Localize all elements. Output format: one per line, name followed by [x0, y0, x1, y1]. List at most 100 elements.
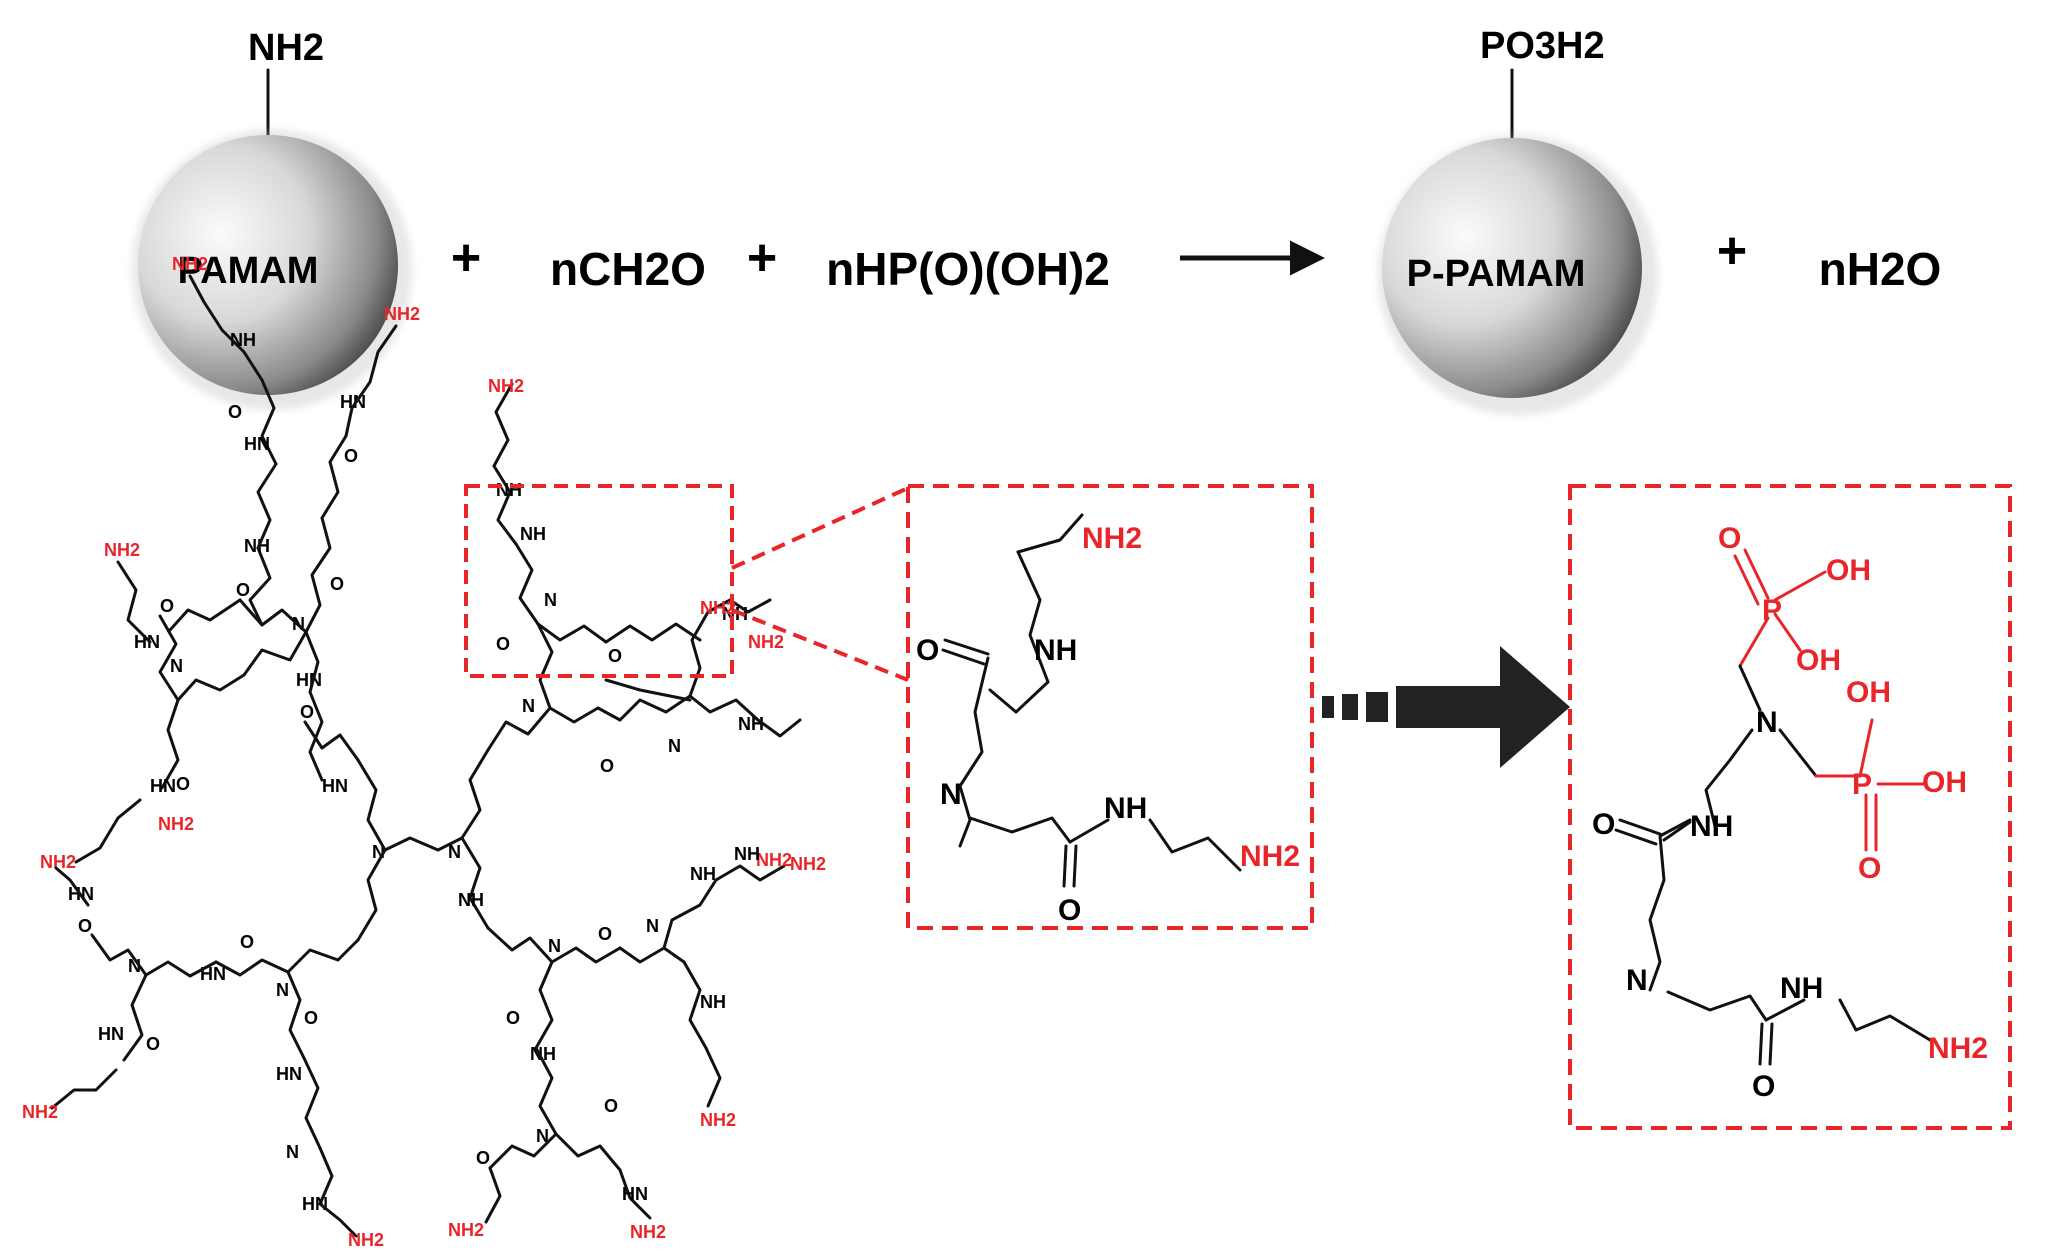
svg-text:NH: NH: [738, 714, 764, 734]
zoom-carbonyl-top: O: [916, 634, 939, 667]
svg-text:NH2: NH2: [700, 1110, 736, 1130]
svg-text:NH2: NH2: [700, 598, 736, 618]
svg-text:NH2: NH2: [488, 376, 524, 396]
svg-text:NH: NH: [496, 480, 522, 500]
svg-text:HN: HN: [244, 434, 270, 454]
p-pamam-core: PO3H2 P-PAMAM: [1378, 25, 1658, 415]
zoom-amide-nh-bottom: NH: [1104, 792, 1147, 825]
svg-text:O: O: [160, 596, 174, 616]
p-right-oh-1: OH: [1846, 676, 1891, 709]
zoom-line-top: [731, 486, 909, 570]
pamam-core: NH2 PAMAM: [132, 27, 412, 410]
svg-text:NH2: NH2: [630, 1222, 666, 1242]
core-left-label: PAMAM: [178, 250, 319, 292]
svg-text:NH2: NH2: [104, 540, 140, 560]
svg-text:NH: NH: [734, 844, 760, 864]
svg-text:HN: HN: [302, 1194, 328, 1214]
svg-text:N: N: [448, 842, 461, 862]
p-pamam-sphere: [1382, 138, 1642, 398]
svg-text:N: N: [276, 980, 289, 1000]
reagent-phosphorous-acid: nHP(O)(OH)2: [826, 243, 1110, 295]
zoom-box: [906, 484, 1314, 930]
svg-text:HN: HN: [134, 632, 160, 652]
svg-text:NH2: NH2: [384, 304, 420, 324]
p-top-o: O: [1718, 522, 1741, 555]
svg-text:NH2: NH2: [748, 632, 784, 652]
svg-text:O: O: [176, 774, 190, 794]
svg-text:HN: HN: [296, 670, 322, 690]
svg-text:NH: NH: [244, 536, 270, 556]
product-tertiary-n-top: N: [1756, 706, 1778, 739]
reagent-formaldehyde: nCH2O: [550, 243, 706, 295]
svg-text:O: O: [496, 634, 510, 654]
svg-text:N: N: [286, 1142, 299, 1162]
p-right-o: O: [1858, 852, 1881, 885]
svg-text:N: N: [522, 696, 535, 716]
svg-text:O: O: [78, 916, 92, 936]
svg-text:O: O: [476, 1148, 490, 1168]
pamam-sphere: [138, 135, 398, 395]
svg-text:HN: HN: [98, 1024, 124, 1044]
svg-text:N: N: [170, 656, 183, 676]
product-carbonyl-top: O: [1592, 808, 1615, 841]
svg-text:NH2: NH2: [448, 1220, 484, 1240]
product-amide-nh-top: NH: [1690, 810, 1733, 843]
svg-text:O: O: [344, 446, 358, 466]
zoom-carbonyl-bottom: O: [1058, 894, 1081, 927]
p-top-oh-2: OH: [1796, 644, 1841, 677]
svg-text:NH2: NH2: [40, 852, 76, 872]
svg-text:O: O: [304, 1008, 318, 1028]
svg-text:NH2: NH2: [790, 854, 826, 874]
svg-text:HN: HN: [322, 776, 348, 796]
zoom-line-bottom: [731, 608, 909, 682]
plus-sign-2: +: [747, 229, 777, 287]
svg-text:N: N: [536, 1126, 549, 1146]
svg-text:O: O: [608, 646, 622, 666]
zoomed-monomer: NH2 NH O N NH O NH2: [916, 513, 1300, 927]
svg-text:O: O: [506, 1008, 520, 1028]
zoom-amide-nh-top: NH: [1034, 634, 1077, 667]
svg-text:O: O: [600, 756, 614, 776]
svg-text:O: O: [240, 932, 254, 952]
core-right-group: PO3H2: [1480, 25, 1605, 67]
svg-text:N: N: [668, 736, 681, 756]
core-right-label: P-PAMAM: [1407, 253, 1586, 295]
pamam-dendrimer-structure: N N O HN HN N O O HN NH2 O NH O HN NH NH…: [22, 254, 826, 1250]
product-amide-nh-bottom: NH: [1780, 972, 1823, 1005]
svg-text:NH2: NH2: [22, 1102, 58, 1122]
svg-text:HN: HN: [276, 1064, 302, 1084]
core-left-group: NH2: [248, 27, 324, 69]
svg-text:HN: HN: [200, 964, 226, 984]
svg-text:HN: HN: [622, 1184, 648, 1204]
svg-text:NH2: NH2: [756, 850, 792, 870]
zoom-tertiary-n: N: [940, 778, 962, 811]
highlight-box-small: [464, 484, 734, 678]
svg-text:O: O: [236, 580, 250, 600]
product-tertiary-n: N: [1626, 964, 1648, 997]
svg-text:NH2: NH2: [172, 254, 208, 274]
product-water: nH2O: [1819, 243, 1942, 295]
svg-text:N: N: [646, 916, 659, 936]
svg-text:O: O: [330, 574, 344, 594]
svg-text:NH2: NH2: [348, 1230, 384, 1250]
product-carbonyl-bottom: O: [1752, 1070, 1775, 1103]
svg-text:O: O: [604, 1096, 618, 1116]
product-box: [1568, 484, 2012, 1130]
svg-text:NH: NH: [458, 890, 484, 910]
plus-sign-3: +: [1717, 222, 1747, 280]
svg-text:NH2: NH2: [158, 814, 194, 834]
svg-text:O: O: [300, 702, 314, 722]
zoom-terminal-bottom: NH2: [1240, 840, 1300, 873]
svg-text:NH: NH: [520, 524, 546, 544]
p-top: P: [1762, 594, 1782, 627]
transformation-arrow: [1322, 646, 1570, 768]
product-terminal-bottom: NH2: [1928, 1032, 1988, 1065]
plus-sign-1: +: [451, 229, 481, 287]
svg-text:N: N: [548, 936, 561, 956]
p-top-oh-1: OH: [1826, 554, 1871, 587]
svg-text:O: O: [598, 924, 612, 944]
svg-text:N: N: [544, 590, 557, 610]
svg-text:HN: HN: [150, 776, 176, 796]
p-right: P: [1852, 768, 1872, 801]
phosphonated-monomer: O OH OH P N P OH OH O O NH N NH O NH2: [1592, 522, 1988, 1103]
